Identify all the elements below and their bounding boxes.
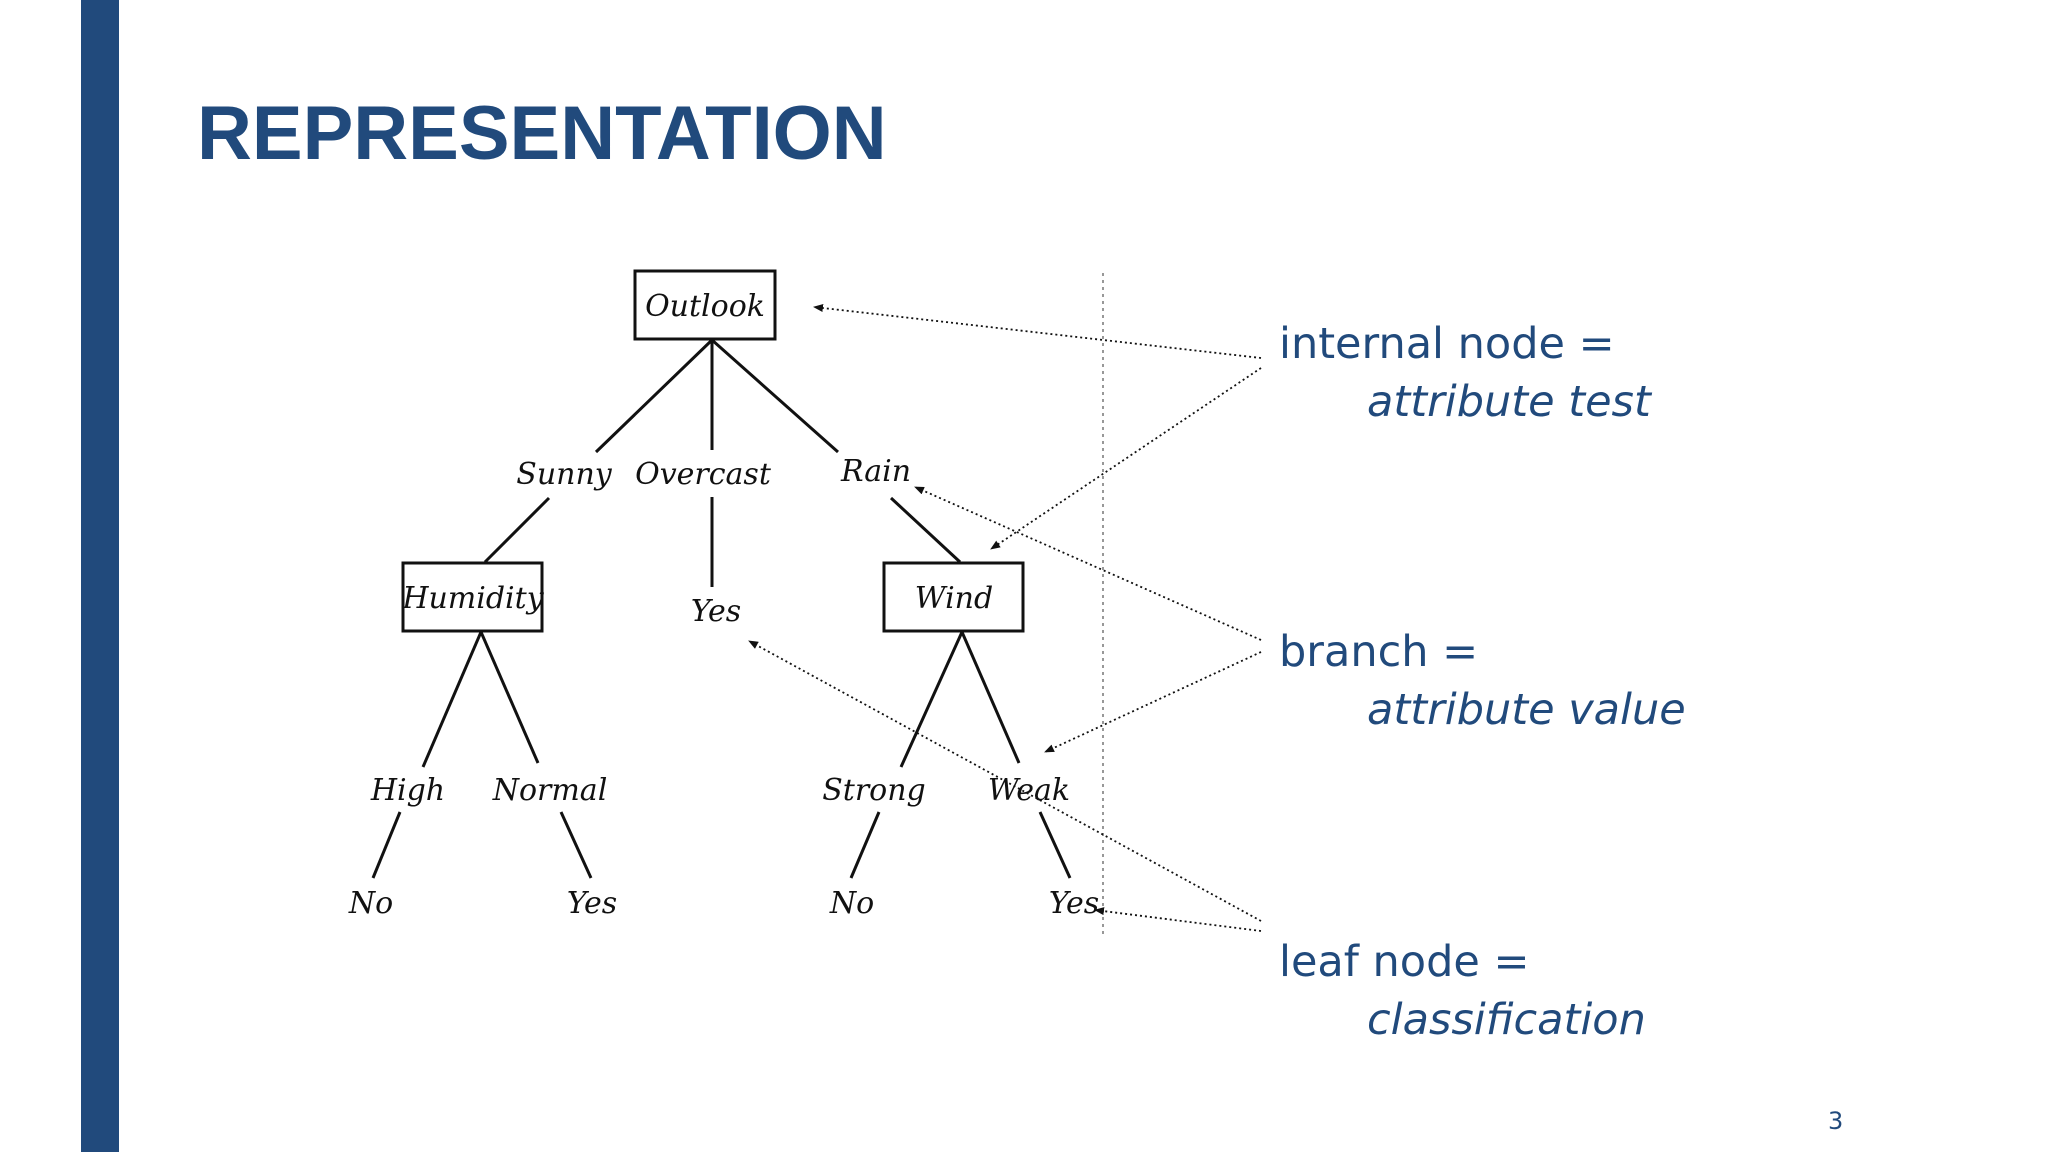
edge-wind-weak — [960, 631, 1021, 764]
leaf-node-label: leaf node = — [1279, 941, 1530, 984]
slide-title: REPRESENTATION — [197, 91, 887, 176]
wind-node-label: Wind — [915, 581, 993, 616]
edge-outlook-sunny — [594, 338, 714, 454]
branch-label: branch = — [1279, 631, 1478, 674]
attribute-value-label: attribute value — [1367, 689, 1686, 732]
internal-node-term: internal node = — [1279, 319, 1615, 369]
wind-node-box — [882, 561, 1025, 633]
edge-high-no — [371, 811, 402, 879]
attribute-test-term: attribute test — [1367, 377, 1651, 427]
branch-high: High — [370, 773, 445, 808]
branch-rain: Rain — [840, 454, 911, 489]
branch-strong: Strong — [822, 773, 926, 808]
branch-sunny: Sunny — [516, 457, 613, 492]
branch-normal: Normal — [492, 773, 608, 808]
edge-strong-no — [849, 811, 881, 879]
arrow-branch-to-weak — [1044, 651, 1262, 753]
branch-weak: Weak — [988, 773, 1070, 808]
edge-wind-strong — [899, 631, 964, 768]
edge-normal-yes — [559, 811, 593, 879]
edge-sunny-humidity — [483, 496, 551, 564]
internal-node-label: internal node = — [1279, 323, 1615, 366]
edge-humidity-normal — [479, 631, 540, 764]
page-number: 3 — [1828, 1107, 1844, 1135]
classification-term: classification — [1367, 995, 1646, 1045]
edge-outlook-rain — [711, 338, 839, 454]
arrow-leaf-to-overcast-yes — [748, 640, 1262, 922]
attribute-value-term: attribute value — [1367, 685, 1686, 735]
leaf-high-no: No — [348, 886, 393, 921]
attribute-test-label: attribute test — [1367, 381, 1651, 424]
leaf-overcast-yes: Yes — [691, 594, 741, 629]
classification-label: classification — [1367, 999, 1646, 1042]
branch-overcast: Overcast — [635, 457, 772, 492]
leaf-node-term: leaf node = — [1279, 937, 1530, 987]
outlook-node-box — [633, 269, 777, 341]
branch-term: branch = — [1279, 627, 1479, 677]
arrow-internal-to-wind — [990, 367, 1262, 550]
edge-rain-wind — [889, 496, 962, 564]
left-accent-bar — [81, 0, 119, 1152]
edge-weak-yes — [1038, 811, 1072, 879]
leaf-weak-yes: Yes — [1049, 886, 1099, 921]
arrow-leaf-to-weak-yes — [1094, 907, 1262, 932]
outlook-node-label: Outlook — [645, 289, 765, 324]
leaf-normal-yes: Yes — [567, 886, 617, 921]
edge-humidity-high — [421, 631, 483, 768]
humidity-node-label: Humidity — [401, 581, 544, 616]
arrow-branch-to-rain — [914, 486, 1262, 641]
leaf-strong-no: No — [829, 886, 874, 921]
humidity-node-box — [401, 561, 544, 633]
arrow-internal-to-outlook — [813, 304, 1262, 359]
